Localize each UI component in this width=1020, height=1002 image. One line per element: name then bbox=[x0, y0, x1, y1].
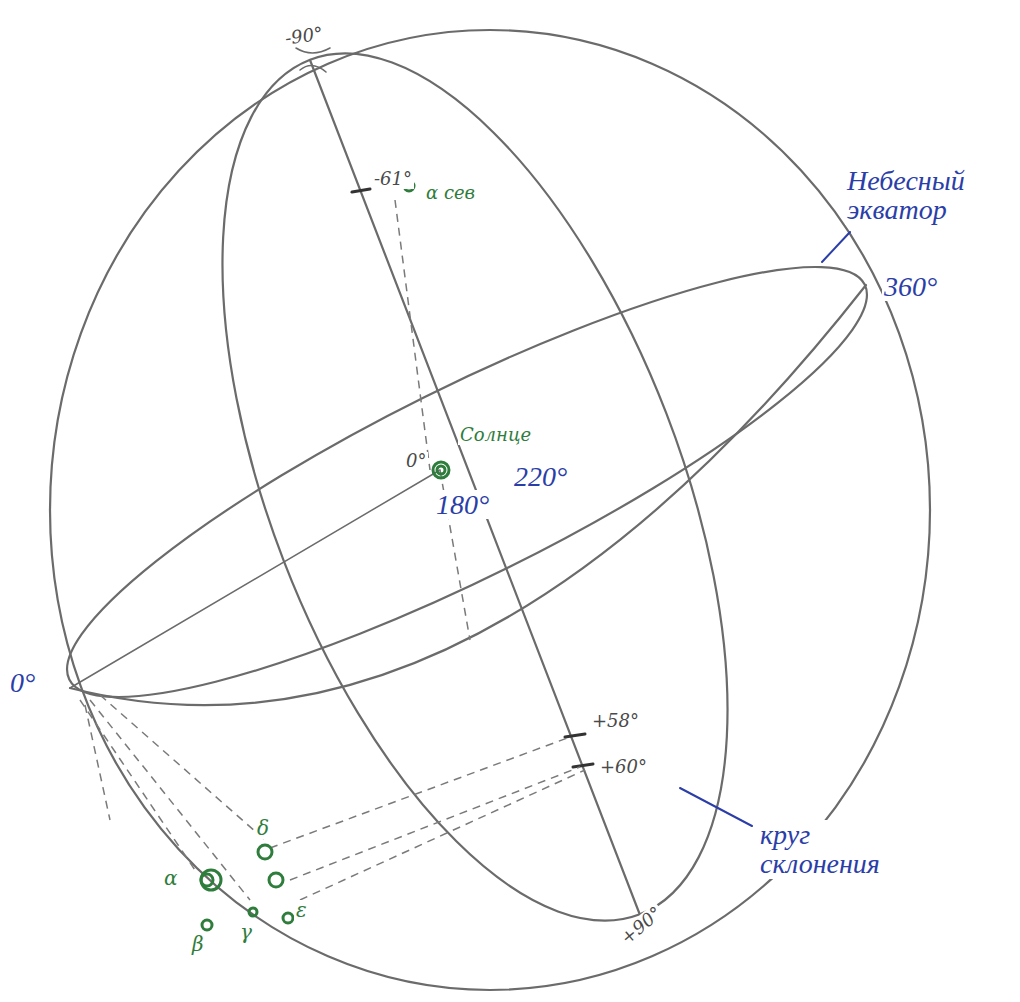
declination-label: +58° bbox=[590, 712, 641, 731]
angle-label: 220° bbox=[512, 462, 569, 491]
star-label: δ bbox=[255, 818, 271, 839]
star-label: α сев bbox=[424, 184, 477, 203]
sphere-outline bbox=[50, 30, 930, 990]
equator-arc bbox=[70, 285, 866, 705]
angle-label: 180° bbox=[434, 490, 491, 519]
star-label: ε bbox=[294, 900, 309, 921]
pole-mark bbox=[296, 48, 330, 72]
radius-line bbox=[70, 470, 440, 688]
star-label: γ bbox=[238, 922, 254, 943]
projection-lines bbox=[80, 200, 585, 900]
axis-line bbox=[310, 60, 640, 915]
star-label: β bbox=[190, 934, 206, 955]
angle-label: 0° bbox=[8, 668, 37, 697]
star-dots bbox=[201, 181, 449, 930]
pole-label: +90° bbox=[616, 902, 667, 949]
angle-label: 0° bbox=[404, 452, 428, 471]
equator-label: Небесный экватор bbox=[845, 166, 1014, 225]
celestial-equator bbox=[27, 199, 907, 764]
pole-label: -90° bbox=[282, 24, 326, 49]
declination-circle bbox=[119, 0, 831, 988]
sun-label: Солнце bbox=[458, 426, 533, 445]
declination-label: +60° bbox=[598, 758, 649, 777]
declination-label: -61° bbox=[372, 170, 414, 189]
angle-label: 360° bbox=[882, 272, 939, 301]
ticks bbox=[352, 189, 593, 767]
leader-lines bbox=[680, 232, 850, 826]
callout-label: круг склонения bbox=[758, 820, 897, 879]
star-label: α bbox=[162, 868, 180, 889]
